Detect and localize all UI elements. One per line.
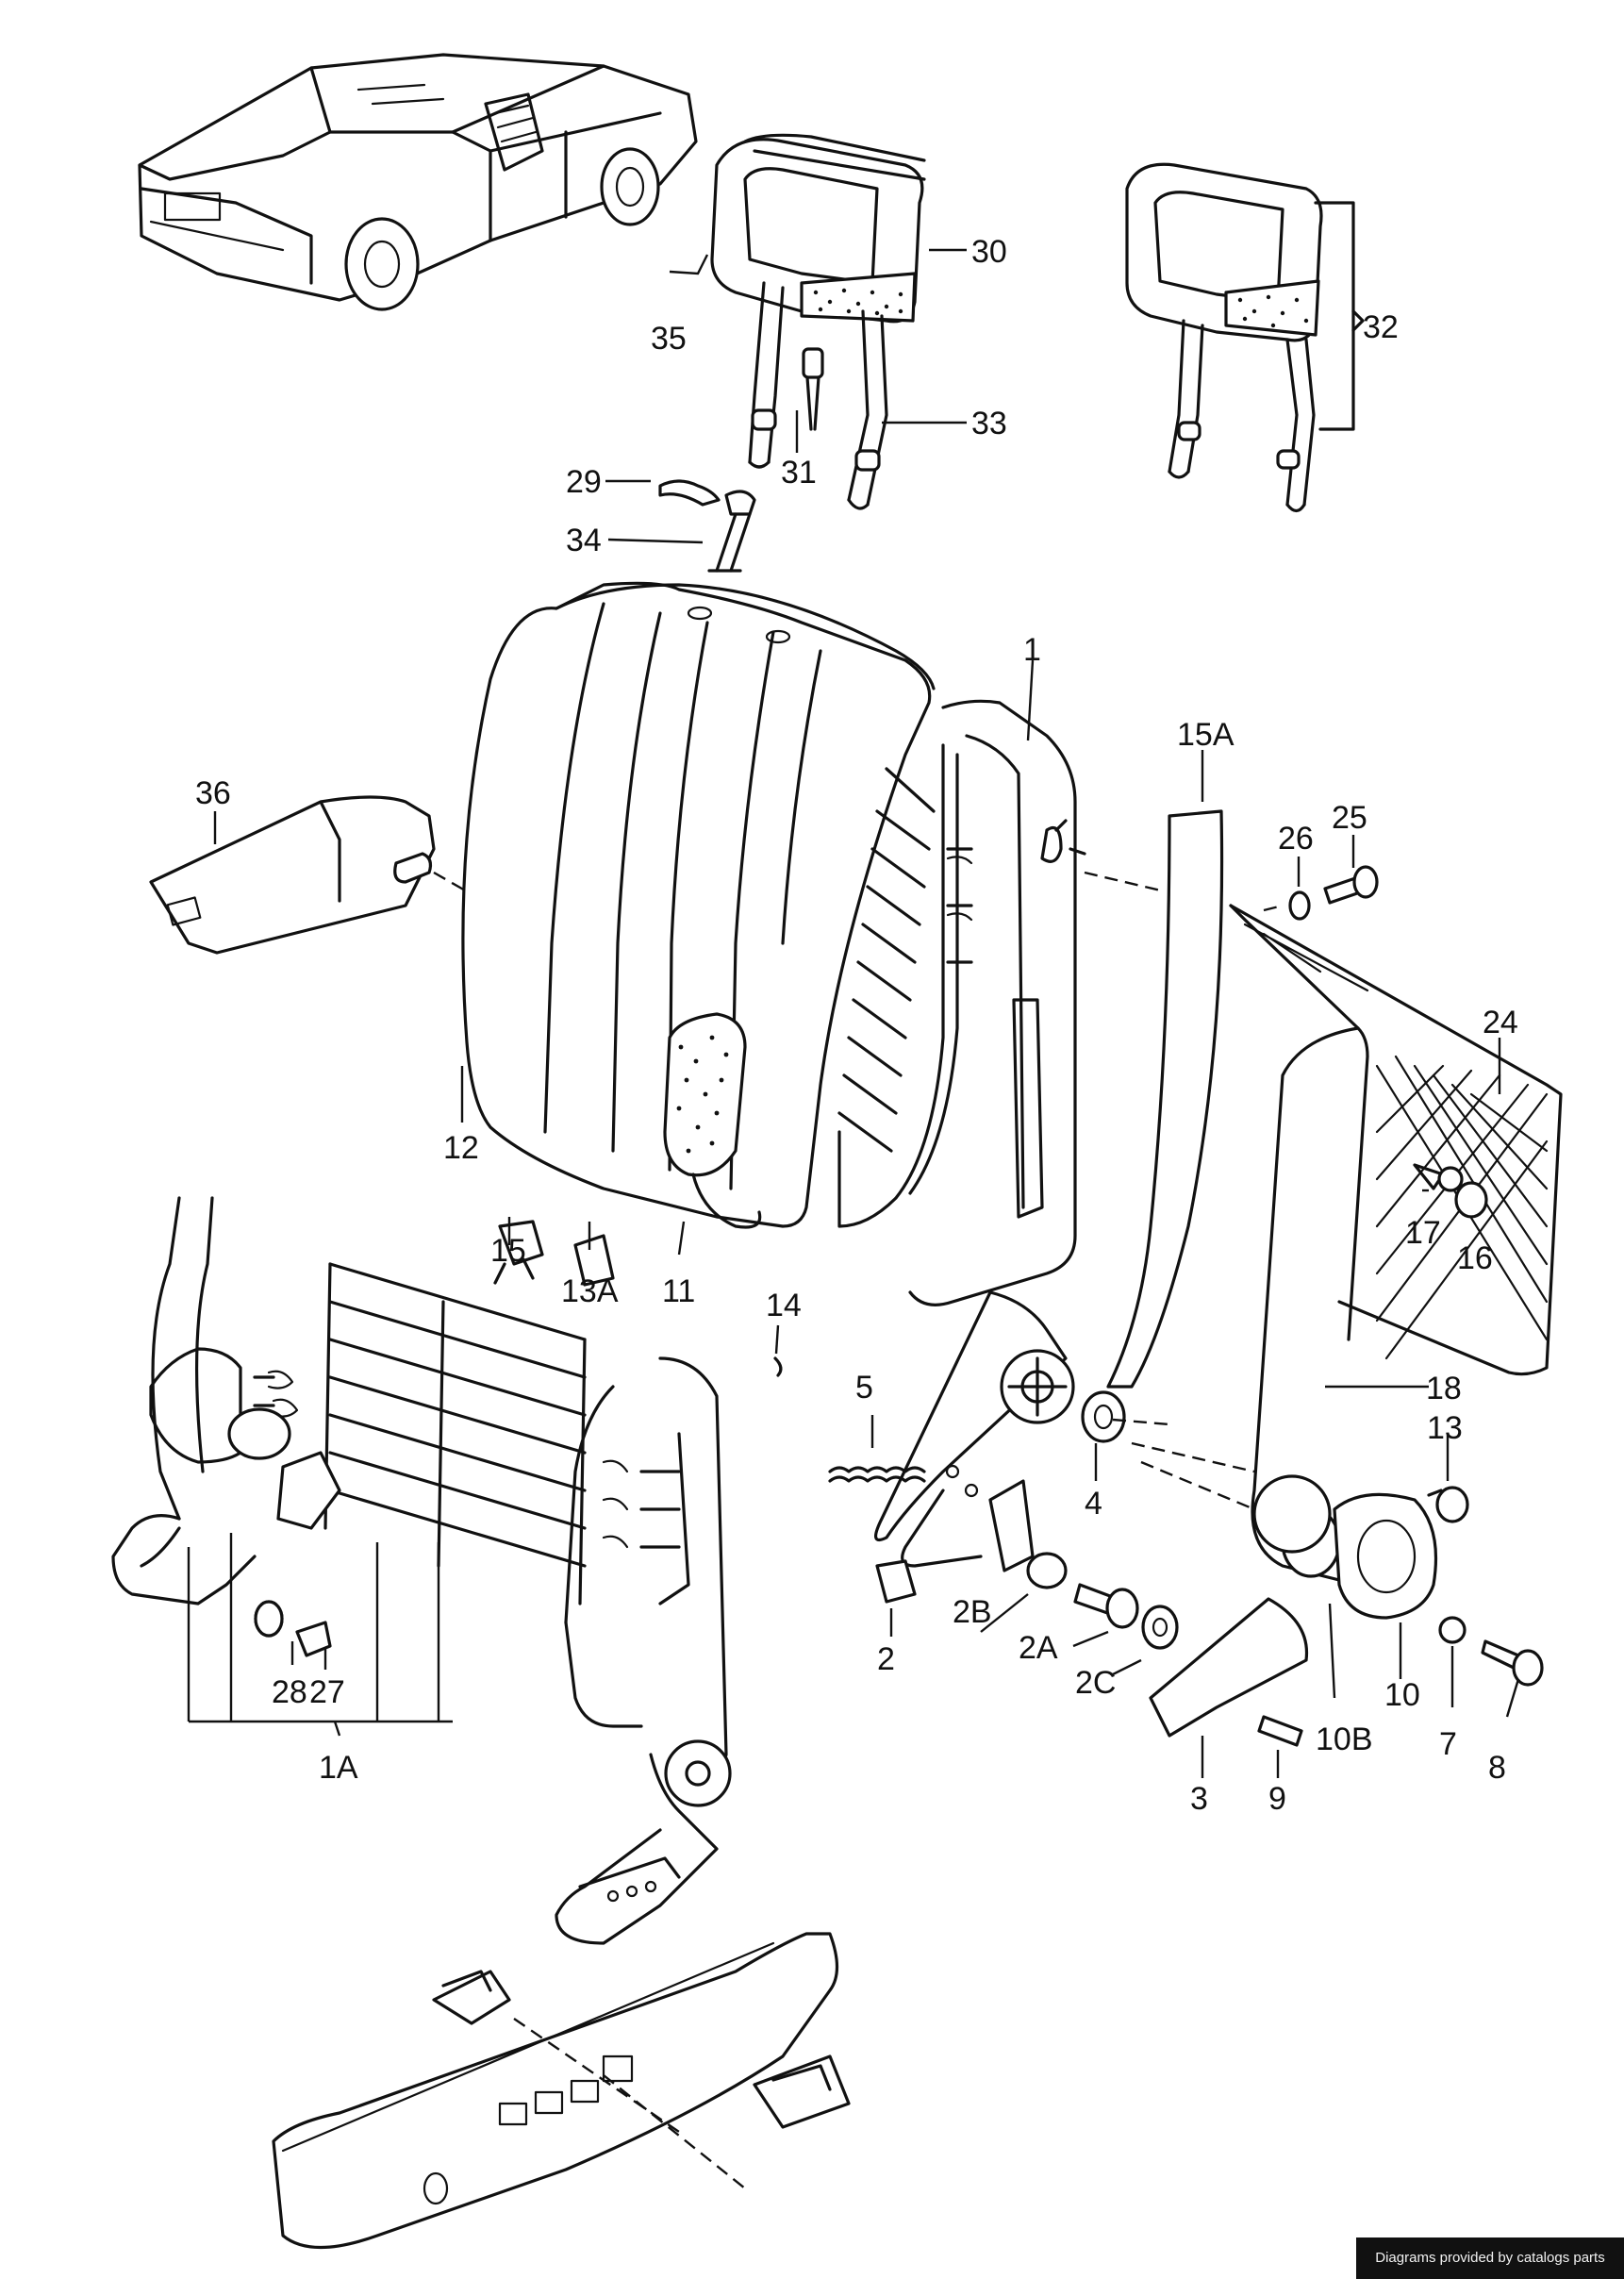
callout-35: 35: [651, 321, 687, 357]
headrest-complete: [1125, 162, 1365, 513]
callout-2C: 2C: [1075, 1665, 1116, 1701]
callout-24: 24: [1483, 1005, 1518, 1040]
small-hardware: [254, 865, 1544, 1747]
leader-lines: [187, 248, 1520, 1778]
callout-1: 1: [1023, 632, 1041, 668]
callout-25: 25: [1332, 800, 1367, 836]
backrest-cover: [461, 581, 936, 1229]
callout-32: 32: [1363, 309, 1399, 345]
seat-frame-lower: [111, 1196, 732, 1945]
callout-29: 29: [566, 464, 602, 500]
callout-13: 13: [1427, 1410, 1463, 1446]
callout-11: 11: [662, 1273, 695, 1309]
callout-18: 18: [1426, 1371, 1462, 1406]
callout-16: 16: [1457, 1240, 1493, 1276]
headrest-pin-parts: [658, 347, 824, 573]
callout-10B: 10B: [1316, 1722, 1373, 1757]
callout-9: 9: [1268, 1781, 1286, 1817]
callout-2: 2: [877, 1641, 895, 1677]
diagram-credit: Diagrams provided by catalogs parts: [1356, 2237, 1624, 2279]
backrest-frame: [837, 699, 1086, 1568]
callout-2B: 2B: [953, 1594, 992, 1630]
callout-15: 15: [490, 1233, 526, 1269]
callout-labels: 30 35 31 33 32 29 34 1 15A 26 25 36 24 1…: [195, 234, 1518, 1817]
callout-31: 31: [781, 455, 817, 491]
side-panel: [1106, 809, 1224, 1389]
armrest-block: [149, 795, 468, 955]
car-illustration: [138, 53, 698, 311]
callout-17: 17: [1405, 1215, 1441, 1251]
callout-15A: 15A: [1177, 717, 1235, 753]
callout-14: 14: [766, 1288, 802, 1323]
callout-28: 28: [272, 1674, 307, 1710]
seat-side-trim: [272, 1932, 851, 2249]
callout-30: 30: [971, 234, 1007, 270]
headrest-with-cover: [710, 133, 926, 510]
callout-36: 36: [195, 775, 231, 811]
callout-1A: 1A: [319, 1750, 358, 1786]
callout-12: 12: [443, 1130, 479, 1166]
rear-panel-net: [1229, 904, 1563, 1587]
callout-26: 26: [1278, 821, 1314, 857]
callout-2A: 2A: [1019, 1630, 1058, 1666]
callout-34: 34: [566, 523, 602, 558]
callout-27: 27: [309, 1674, 345, 1710]
callout-3: 3: [1190, 1781, 1208, 1817]
callout-13A: 13A: [561, 1273, 619, 1309]
callout-5: 5: [855, 1370, 873, 1406]
callout-7: 7: [1439, 1726, 1457, 1762]
callout-10: 10: [1384, 1677, 1420, 1713]
callout-33: 33: [971, 406, 1007, 441]
callout-8: 8: [1488, 1750, 1506, 1786]
callout-4: 4: [1085, 1486, 1102, 1522]
